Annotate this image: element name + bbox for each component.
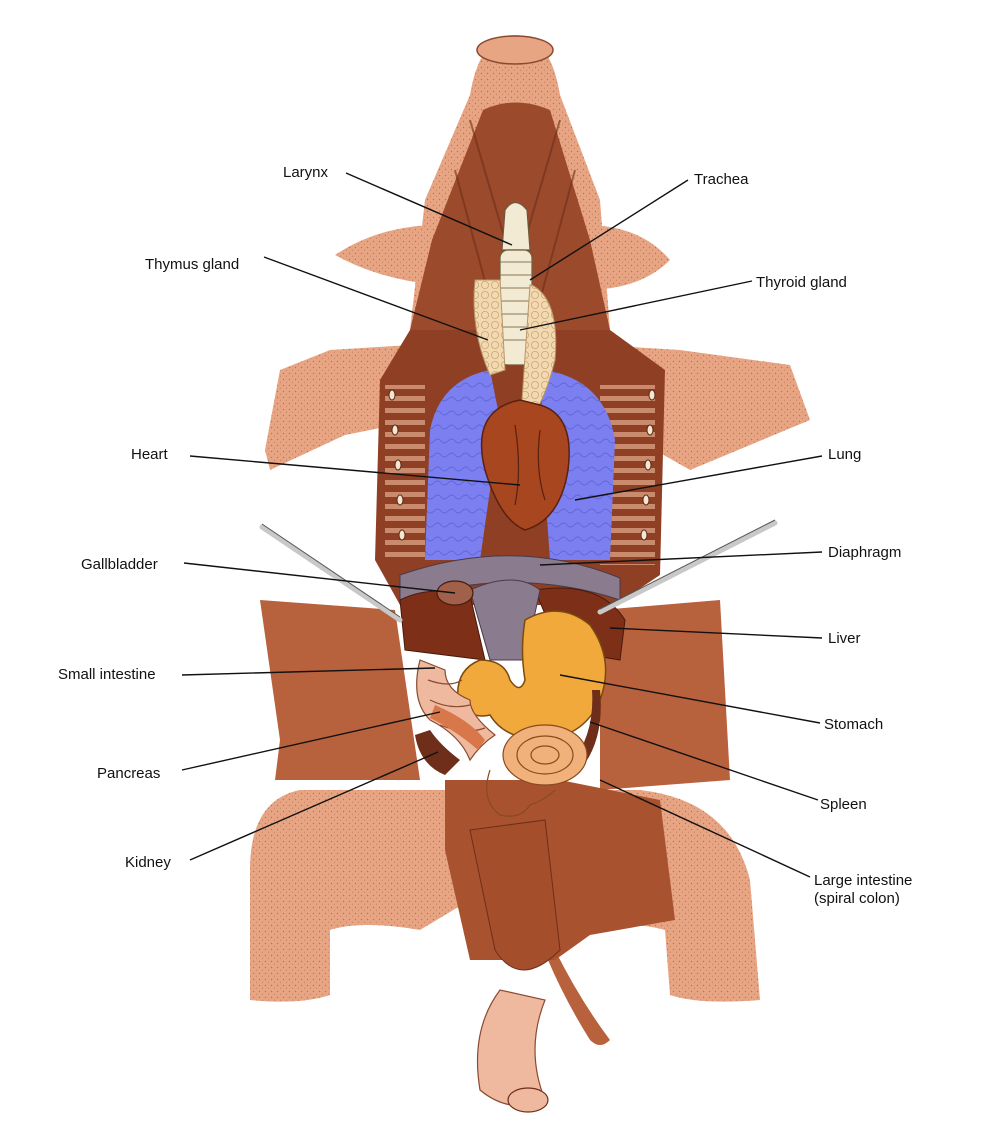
label-spleen: Spleen bbox=[820, 796, 867, 813]
leader-lung bbox=[574, 455, 823, 501]
retractor-probes bbox=[259, 520, 778, 623]
label-trachea: Trachea bbox=[694, 171, 749, 188]
label-kidney: Kidney bbox=[125, 854, 171, 871]
leader-thyroid bbox=[519, 280, 753, 331]
label-liver: Liver bbox=[828, 630, 861, 647]
leader-liver bbox=[609, 627, 823, 639]
label-larynx: Larynx bbox=[283, 164, 329, 181]
labels: Larynx Trachea Thymus gland Thyroid glan… bbox=[58, 164, 912, 907]
leader-spleen bbox=[589, 721, 819, 801]
spleen bbox=[570, 690, 601, 770]
abdominal-flaps bbox=[260, 600, 730, 971]
label-thymus-gland: Thymus gland bbox=[145, 256, 239, 273]
leader-pancreas bbox=[181, 711, 441, 771]
leader-larynx bbox=[345, 172, 513, 246]
leader-diaphragm bbox=[539, 551, 823, 566]
thymus bbox=[473, 279, 557, 422]
pancreas bbox=[430, 705, 485, 750]
stomach bbox=[456, 610, 607, 741]
label-pancreas: Pancreas bbox=[97, 765, 160, 782]
heart bbox=[480, 399, 570, 531]
label-stomach: Stomach bbox=[824, 716, 883, 733]
leader-heart bbox=[189, 455, 521, 486]
label-small-intestine: Small intestine bbox=[58, 666, 156, 683]
leader-gallbladder bbox=[183, 562, 456, 594]
leader-lines bbox=[181, 172, 823, 878]
leader-stomach bbox=[559, 674, 821, 724]
leader-small-intestine bbox=[181, 667, 436, 676]
lungs bbox=[425, 370, 615, 560]
label-diaphragm: Diaphragm bbox=[828, 544, 901, 561]
trachea-larynx bbox=[499, 201, 533, 366]
spiral-colon bbox=[486, 724, 588, 817]
label-large-intestine: Large intestine bbox=[814, 872, 912, 889]
label-thyroid-gland: Thyroid gland bbox=[756, 274, 847, 291]
leader-large-intestine bbox=[599, 779, 811, 878]
label-large-intestine-sub: (spiral colon) bbox=[814, 890, 900, 907]
leader-trachea bbox=[529, 179, 689, 281]
label-gallbladder: Gallbladder bbox=[81, 556, 158, 573]
leader-thymus bbox=[263, 256, 489, 341]
label-lung: Lung bbox=[828, 446, 861, 463]
leader-kidney bbox=[189, 751, 439, 861]
label-heart: Heart bbox=[131, 446, 169, 463]
